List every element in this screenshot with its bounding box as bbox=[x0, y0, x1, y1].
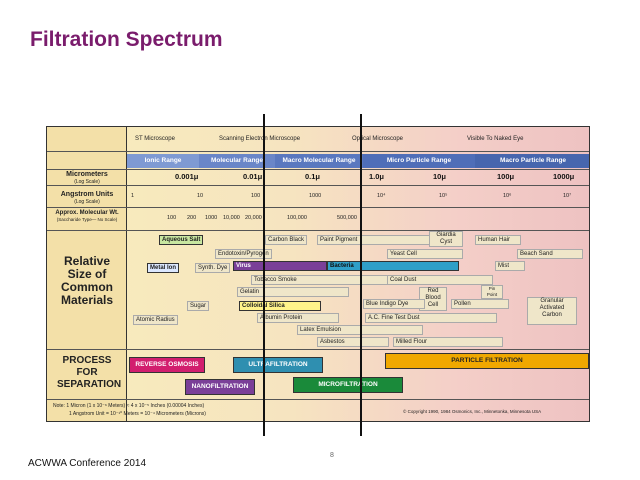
relative-size-label: Relative Size of Common Materials bbox=[60, 254, 114, 307]
molwt-sublabel: (Saccharide Type— No Scale) bbox=[56, 217, 118, 222]
material-coal-dust: Coal Dust bbox=[387, 275, 493, 285]
molwt-tick: 200 bbox=[187, 215, 197, 221]
process-microfiltration: MICROFILTRATION bbox=[293, 377, 403, 393]
molwt-tick: 500,000 bbox=[337, 215, 357, 221]
page-number: 8 bbox=[330, 452, 334, 459]
material-pollen: Pollen bbox=[451, 299, 509, 309]
molwt-label: Approx. Molecular Wt. bbox=[55, 210, 119, 216]
angstrom-tick: 10⁷ bbox=[563, 193, 572, 199]
divider bbox=[47, 349, 589, 350]
micrometer-tick: 0.01μ bbox=[243, 172, 263, 181]
angstrom-tick: 1 bbox=[131, 193, 135, 199]
angstrom-tick: 10⁴ bbox=[377, 193, 386, 199]
material-sugar: Sugar bbox=[187, 301, 210, 311]
angstrom-tick: 1000 bbox=[309, 193, 322, 199]
material-yeast-cell: Yeast Cell bbox=[387, 249, 463, 259]
process-reverse-osmosis: REVERSE OSMOSIS bbox=[129, 357, 205, 373]
divider bbox=[47, 169, 589, 170]
material-virus: Virus bbox=[233, 261, 327, 271]
vertical-reference-line bbox=[263, 114, 265, 436]
micrometer-tick: 0.001μ bbox=[175, 172, 199, 181]
molwt-tick: 1000 bbox=[205, 215, 218, 221]
material-giardia-cyst: Giardia Cyst bbox=[429, 231, 463, 247]
material-tobacco-smoke: Tobacco Smoke bbox=[251, 275, 407, 285]
micrometer-tick: 0.1μ bbox=[305, 172, 321, 181]
row-label-column: Micrometers (Log Scale) Angstrom Units (… bbox=[47, 127, 127, 421]
micrometer-tick: 10μ bbox=[433, 172, 446, 181]
angstrom-tick: 10⁶ bbox=[503, 193, 512, 199]
material-beach-sand: Beach Sand bbox=[517, 249, 583, 259]
material-carbon-black: Carbon Black bbox=[265, 235, 308, 245]
angstrom-tick: 10 bbox=[197, 193, 204, 199]
size-range: Molecular Range bbox=[199, 154, 275, 168]
microscope-band: Optical Microscope bbox=[352, 136, 404, 142]
process-nanofiltration: NANOFILTRATION bbox=[185, 379, 255, 395]
process-ultrafiltration: ULTRAFILTRATION bbox=[233, 357, 323, 373]
micrometer-tick: 1.0μ bbox=[369, 172, 385, 181]
size-range: Macro Molecular Range bbox=[275, 154, 363, 168]
size-range: Micro Particle Range bbox=[363, 154, 475, 168]
material-paint-pigment: Paint Pigment bbox=[317, 235, 433, 245]
process-particle-filtration: PARTICLE FILTRATION bbox=[385, 353, 589, 369]
material-bacteria: Bacteria bbox=[327, 261, 459, 271]
conference-footer: ACWWA Conference 2014 bbox=[28, 458, 147, 469]
size-range: Macro Particle Range bbox=[475, 154, 589, 168]
material-ac-fine-test-dust: A.C. Fine Test Dust bbox=[365, 313, 497, 323]
microscope-band: Scanning Electron Microscope bbox=[219, 136, 301, 142]
unit-note-1: Note: 1 Micron (1 x 10⁻⁶ Meters) ≈ 4 x 1… bbox=[53, 403, 205, 409]
material-endotoxin: Endotoxin/Pyrogen bbox=[215, 249, 272, 259]
filtration-spectrum-chart: Micrometers (Log Scale) Angstrom Units (… bbox=[46, 126, 590, 422]
vertical-reference-line bbox=[360, 114, 362, 436]
material-colloidal-silica: Colloidal Silica bbox=[239, 301, 321, 311]
material-granular-carbon: Granular Activated Carbon bbox=[527, 297, 577, 325]
divider bbox=[47, 185, 589, 186]
material-gelatin: Gelatin bbox=[237, 287, 349, 297]
material-pin-point: Pin Point bbox=[481, 285, 503, 299]
copyright: © Copyright 1990, 1984 Osmonics, Inc., M… bbox=[403, 409, 542, 414]
angstrom-label: Angstrom Units bbox=[60, 191, 114, 198]
angstrom-tick: 10⁵ bbox=[439, 193, 448, 199]
material-albumin-protein: Albumin Protein bbox=[257, 313, 339, 323]
slide-title: Filtration Spectrum bbox=[30, 28, 223, 51]
molwt-tick: 100,000 bbox=[287, 215, 307, 221]
micrometer-tick: 100μ bbox=[497, 172, 515, 181]
micrometers-label: Micrometers bbox=[66, 171, 108, 178]
microscope-band: Visible To Naked Eye bbox=[467, 136, 524, 142]
molwt-tick: 20,000 bbox=[245, 215, 262, 221]
material-human-hair: Human Hair bbox=[475, 235, 521, 245]
material-aqueous-salt: Aqueous Salt bbox=[159, 235, 204, 245]
material-atomic-radius: Atomic Radius bbox=[133, 315, 178, 325]
microscope-band: ST Microscope bbox=[135, 136, 175, 142]
material-synth-dye: Synth. Dye bbox=[195, 263, 231, 273]
angstrom-sublabel: (Log Scale) bbox=[74, 199, 100, 205]
micrometers-sublabel: (Log Scale) bbox=[74, 179, 100, 185]
material-blue-indigo-dye: Blue Indigo Dye bbox=[363, 299, 425, 309]
molwt-tick: 10,000 bbox=[223, 215, 240, 221]
material-asbestos: Asbestos bbox=[317, 337, 389, 347]
process-label: PROCESS FOR SEPARATION bbox=[57, 355, 122, 390]
material-milled-flour: Milled Flour bbox=[393, 337, 503, 347]
angstrom-tick: 100 bbox=[251, 193, 261, 199]
size-range: Ionic Range bbox=[127, 154, 199, 168]
molwt-tick: 100 bbox=[167, 215, 177, 221]
divider bbox=[47, 230, 589, 231]
material-mist: Mist bbox=[495, 261, 525, 271]
divider bbox=[47, 207, 589, 208]
divider bbox=[47, 399, 589, 400]
divider bbox=[47, 151, 589, 152]
unit-note-2: 1 Angstrom Unit = 10⁻¹⁰ Meters = 10⁻⁴ Mi… bbox=[69, 411, 206, 417]
micrometer-tick: 1000μ bbox=[553, 172, 575, 181]
material-metal-ion: Metal Ion bbox=[147, 263, 180, 273]
